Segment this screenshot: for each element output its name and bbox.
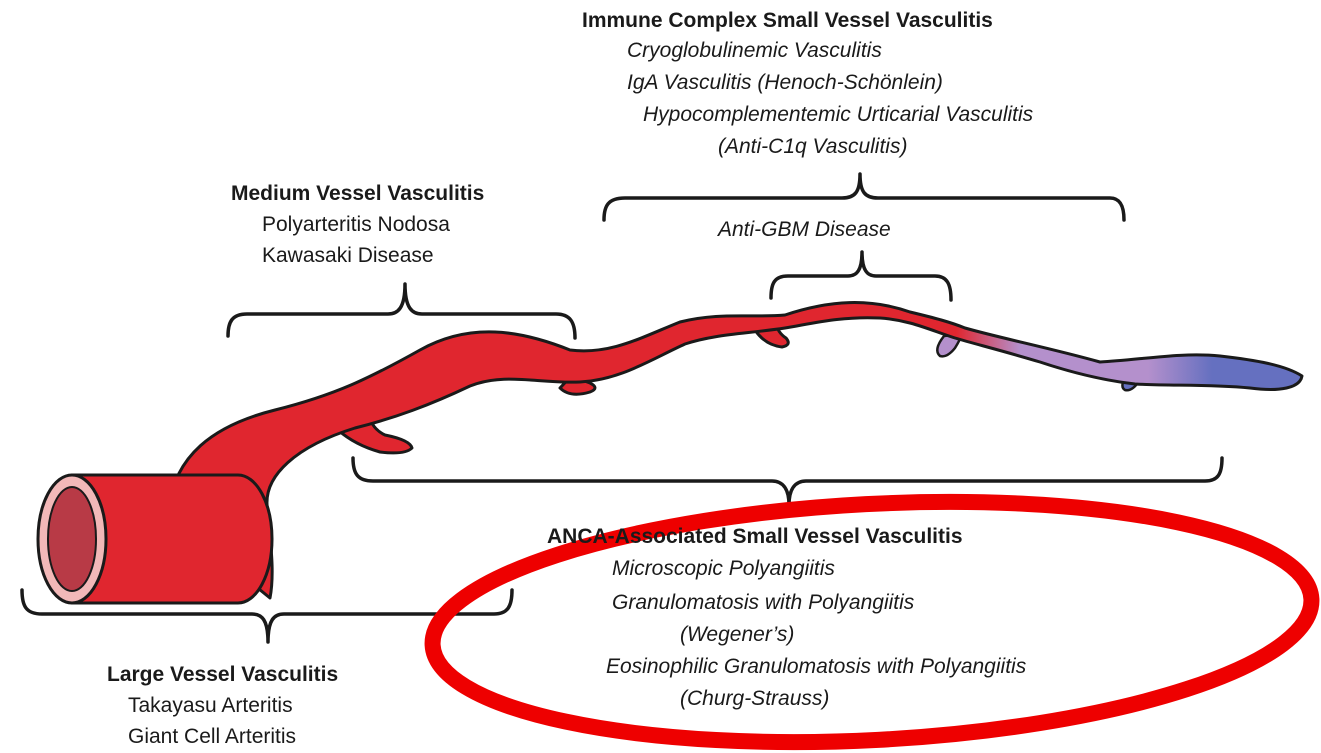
highlight-circle — [426, 481, 1317, 753]
large-vessel-item: Giant Cell Arteritis — [128, 726, 296, 747]
bracket-immune-complex — [604, 174, 1124, 220]
vessel-trunk — [168, 303, 1302, 598]
artery-lumen — [48, 487, 96, 591]
anca-item: (Wegener’s) — [680, 624, 794, 645]
medium-vessel-item: Kawasaki Disease — [262, 245, 434, 266]
immune-complex-item: IgA Vasculitis (Henoch-Schönlein) — [627, 72, 943, 93]
immune-complex-heading: Immune Complex Small Vessel Vasculitis — [582, 10, 993, 31]
bracket-anca — [353, 458, 1222, 505]
immune-complex-item: (Anti-C1q Vasculitis) — [718, 136, 907, 157]
anca-item: Granulomatosis with Polyangiitis — [612, 592, 914, 613]
large-vessel-item: Takayasu Arteritis — [128, 695, 293, 716]
anca-item: Eosinophilic Granulomatosis with Polyang… — [606, 656, 1026, 677]
bracket-medium-vessel — [228, 284, 575, 338]
bracket-anti-gbm — [771, 252, 951, 300]
anca-heading: ANCA-Associated Small Vessel Vasculitis — [547, 526, 963, 547]
large-vessel-heading: Large Vessel Vasculitis — [107, 664, 338, 685]
medium-vessel-item: Polyarteritis Nodosa — [262, 214, 450, 235]
medium-vessel-heading: Medium Vessel Vasculitis — [231, 183, 484, 204]
anca-item: (Churg-Strauss) — [680, 688, 829, 709]
immune-complex-item: Cryoglobulinemic Vasculitis — [627, 40, 882, 61]
immune-complex-item: Hypocomplementemic Urticarial Vasculitis — [643, 104, 1033, 125]
anca-item: Microscopic Polyangiitis — [612, 558, 835, 579]
anti-gbm-label: Anti-GBM Disease — [718, 219, 891, 240]
